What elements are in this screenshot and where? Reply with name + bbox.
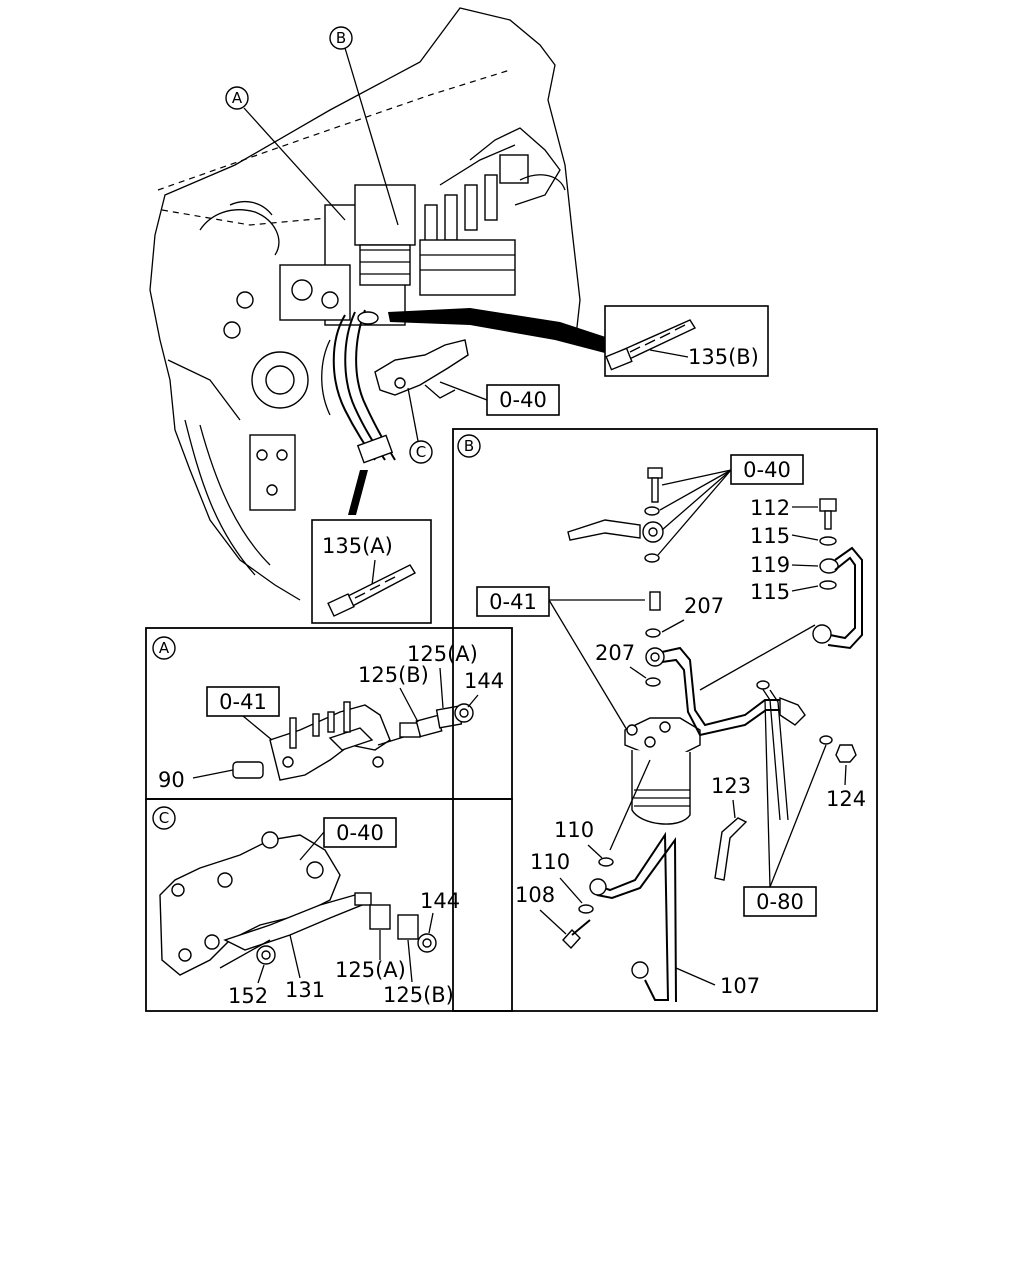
part-125B-A-label: 125(B) [358,663,429,687]
view-C-badge: C [159,809,169,827]
engine-illustration [149,7,581,601]
view-A-badge: A [159,639,170,657]
callout-B-label: B [336,29,346,47]
part-207-label-1: 207 [684,594,724,618]
part-108-label: 108 [515,883,555,907]
part-110-label-1: 110 [554,818,594,842]
part-135A-label: 135(A) [322,534,393,558]
ref-040-C-label: 0-40 [336,821,384,845]
view-B-badge: B [464,437,474,455]
part-125A-C-label: 125(A) [335,958,406,982]
callout-A: A [225,86,346,221]
part-144-A-label: 144 [464,669,504,693]
ref-041-A-label: 0-41 [219,690,267,714]
ref-040-B-label: 0-40 [743,458,791,482]
ref-box-040-main: 0-40 [439,381,560,416]
part-125B-C-label: 125(B) [383,983,454,1007]
part-119-label: 119 [750,553,790,577]
part-90-label: 90 [158,768,185,792]
part-115-label-1: 115 [750,524,790,548]
leader-to-135B [388,308,630,358]
view-C-panel: C 0-40 144 125(A) 125(B) 152 [145,798,513,1012]
ref-080-label: 0-80 [756,890,804,914]
view-A-panel: A 0-41 125(B) 125(A) 144 90 [145,627,513,800]
callout-B: B [329,26,399,226]
part-123-label: 123 [711,774,751,798]
inset-135B: 135(B) [604,305,769,377]
part-207-label-2: 207 [595,641,635,665]
callout-A-label: A [232,89,243,107]
inset-135A: 135(A) [311,519,432,624]
part-131-label: 131 [285,978,325,1002]
part-124-label: 124 [826,787,866,811]
part-107-label: 107 [720,974,760,998]
ref-040-main-label: 0-40 [499,388,547,412]
part-152-label: 152 [228,984,268,1008]
part-125A-A-label: 125(A) [407,642,478,666]
part-135B-label: 135(B) [688,345,759,369]
part-112-label: 112 [750,496,790,520]
part-144-C-label: 144 [420,889,460,913]
ref-041-B-label: 0-41 [489,590,537,614]
part-110-label-2: 110 [530,850,570,874]
leader-to-135A [348,470,368,515]
view-B-panel: B 0-40 0-41 [452,428,878,1012]
callout-C: C [407,387,433,464]
part-115-label-2: 115 [750,580,790,604]
callout-C-label: C [416,443,426,461]
